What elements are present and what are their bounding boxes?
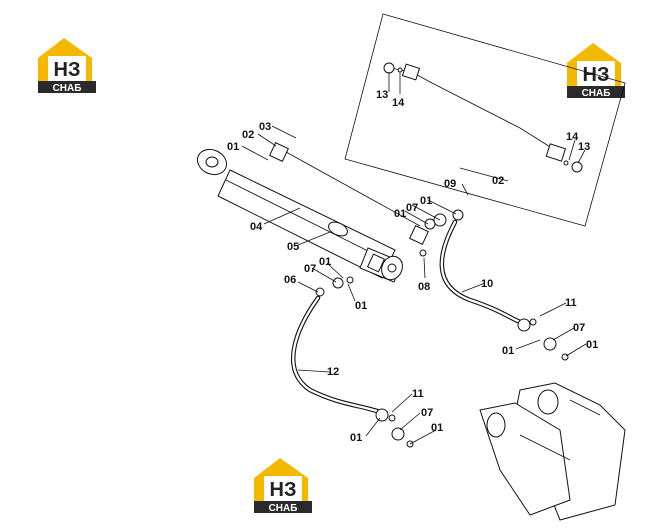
callout-07: 07 bbox=[573, 322, 585, 334]
callout-03: 03 bbox=[259, 121, 271, 133]
logo-mark: НЗ bbox=[270, 479, 297, 501]
callout-01: 01 bbox=[355, 300, 367, 312]
hydraulic-cylinder-04 bbox=[196, 142, 429, 283]
callout-11: 11 bbox=[565, 297, 577, 309]
callout-01: 01 bbox=[350, 432, 362, 444]
callout-07: 07 bbox=[421, 407, 433, 419]
hz-snab-logo-top-right: НЗ СНАБ bbox=[567, 43, 625, 99]
callout-02: 02 bbox=[492, 175, 504, 187]
callout-08: 08 bbox=[418, 281, 430, 293]
callout-06: 06 bbox=[284, 274, 296, 286]
mounting-bracket bbox=[479, 382, 626, 521]
callout-01: 01 bbox=[420, 195, 432, 207]
callout-01: 01 bbox=[319, 256, 331, 268]
pipe-assembly-02 bbox=[383, 62, 583, 173]
callout-10: 10 bbox=[481, 278, 493, 290]
inset-frame-02 bbox=[344, 13, 626, 227]
callout-12: 12 bbox=[327, 366, 339, 378]
callout-13: 13 bbox=[578, 141, 590, 153]
callout-01: 01 bbox=[394, 208, 406, 220]
logo-mark: НЗ bbox=[54, 59, 81, 81]
leader-lines bbox=[241, 72, 587, 445]
logo-word: СНАБ bbox=[582, 88, 611, 99]
callout-14: 14 bbox=[566, 131, 579, 143]
callout-01: 01 bbox=[586, 339, 598, 351]
callout-11: 11 bbox=[412, 388, 424, 400]
callout-07: 07 bbox=[304, 263, 316, 275]
callout-05: 05 bbox=[287, 241, 299, 253]
callout-01: 01 bbox=[502, 345, 514, 357]
logo-word: СНАБ bbox=[269, 503, 298, 514]
callout-01: 01 bbox=[227, 141, 239, 153]
callout-14: 14 bbox=[392, 97, 405, 109]
cylinder-pipe bbox=[285, 151, 421, 227]
hose-12 bbox=[291, 295, 383, 415]
callout-04: 04 bbox=[250, 221, 263, 233]
fittings bbox=[315, 209, 569, 448]
callout-01: 01 bbox=[431, 422, 443, 434]
hose-10 bbox=[439, 219, 523, 325]
callout-02: 02 bbox=[242, 129, 254, 141]
callout-07: 07 bbox=[406, 202, 418, 214]
hz-snab-logo-top-left: НЗ СНАБ bbox=[38, 38, 96, 94]
hz-snab-logo-bottom: НЗ СНАБ bbox=[254, 458, 312, 514]
logo-word: СНАБ bbox=[53, 83, 82, 94]
callout-13: 13 bbox=[376, 89, 388, 101]
callout-09: 09 bbox=[444, 178, 456, 190]
